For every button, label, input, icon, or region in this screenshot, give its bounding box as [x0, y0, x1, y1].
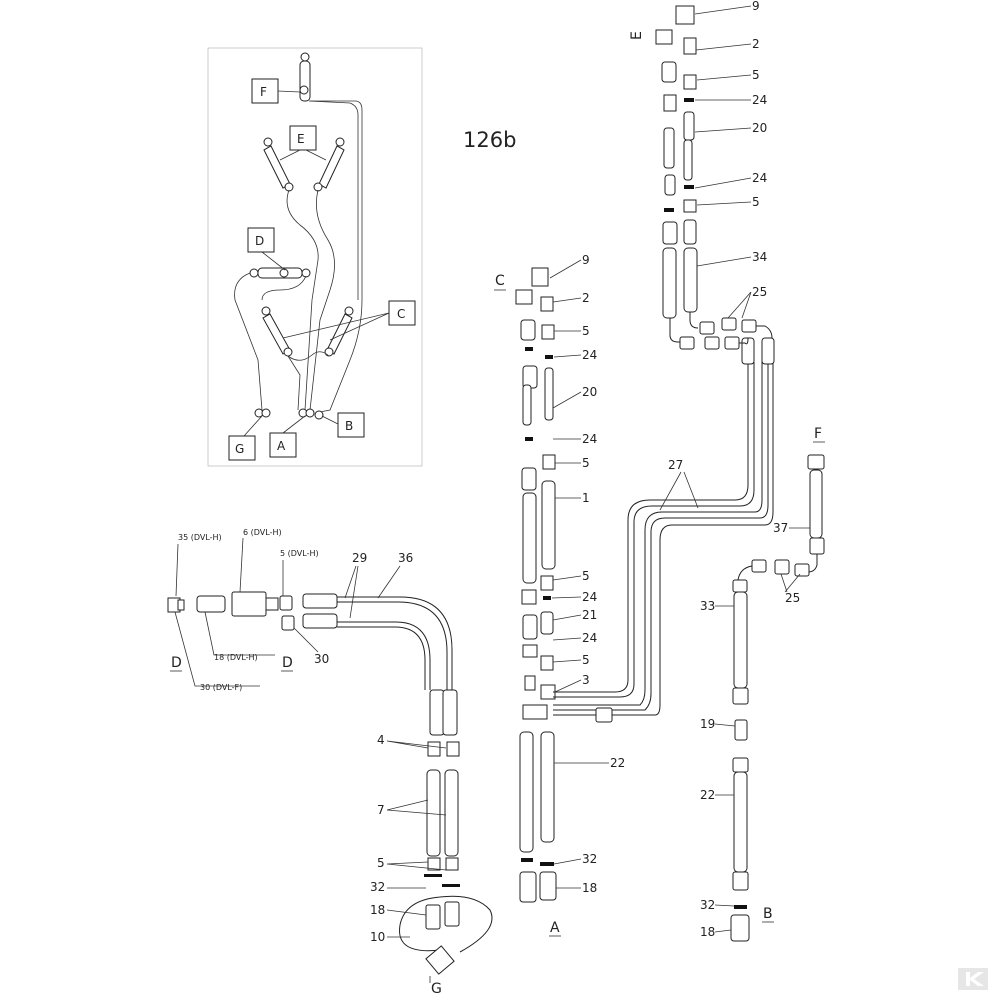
- callout-a-5c: 5: [582, 569, 590, 583]
- callout-e-24: 24: [752, 93, 767, 107]
- callout-36: 36: [398, 551, 413, 565]
- callout-a-5d: 5: [582, 653, 590, 667]
- schematic-label-d: D: [255, 234, 264, 248]
- callout-33: 33: [700, 599, 715, 613]
- schematic-label-a: A: [277, 439, 286, 453]
- callout-6: 6 (DVL-H): [243, 528, 282, 537]
- callout-29: 29: [352, 551, 367, 565]
- callout-a-24c: 24: [582, 590, 597, 604]
- callout-e-20: 20: [752, 121, 767, 135]
- callout-30: 30: [314, 652, 329, 666]
- schematic-label-f: F: [260, 85, 267, 99]
- callout-19: 19: [700, 717, 715, 731]
- callout-a-18: 18: [582, 881, 597, 895]
- cylinders-e: [263, 137, 345, 192]
- callout-18-dvl: 18 (DVL-H): [214, 653, 258, 662]
- schematic-label-box-d: [247, 227, 275, 253]
- callout-a-1: 1: [582, 491, 590, 505]
- callout-a-24b: 24: [582, 432, 597, 446]
- callout-e-24b: 24: [752, 171, 767, 185]
- schematic-label-c: C: [397, 307, 405, 321]
- callout-a-21: 21: [582, 608, 597, 622]
- section-label-d2: D: [282, 655, 293, 671]
- diagram-title: 126b: [463, 128, 516, 152]
- cylinder-f: [299, 52, 311, 102]
- callout-a-20: 20: [582, 385, 597, 399]
- k-logo-icon: [958, 968, 988, 990]
- callout-a-32: 32: [582, 852, 597, 866]
- schematic-label-g: G: [235, 442, 244, 456]
- assembly-d-g: 35 (DVL-H) 6 (DVL-H) 5 (DVL-H) 18 (DVL-H…: [167, 528, 493, 997]
- callout-22-right: 22: [700, 788, 715, 802]
- assembly-a: C A 9 2: [494, 253, 625, 937]
- callout-a-3: 3: [582, 673, 590, 687]
- schematic-label-b: B: [345, 419, 353, 433]
- schematic-label-box-b: [337, 412, 365, 438]
- callout-a-5: 5: [582, 324, 590, 338]
- callout-e-5b: 5: [752, 195, 760, 209]
- callout-e-2: 2: [752, 37, 760, 51]
- callout-32-left: 32: [370, 880, 385, 894]
- callout-10: 10: [370, 930, 385, 944]
- callout-18-right: 18: [700, 925, 715, 939]
- callout-a-2: 2: [582, 291, 590, 305]
- callout-30-dvl-f: 30 (DVL-F): [200, 683, 242, 692]
- section-label-d1: D: [171, 655, 182, 671]
- assembly-f-b: F B 37 25 33 19 22 32 18: [700, 426, 825, 942]
- callout-5-dvl: 5 (DVL-H): [280, 549, 319, 558]
- callout-e-34: 34: [752, 250, 767, 264]
- callout-e-25: 25: [752, 285, 767, 299]
- section-label-a: A: [550, 920, 560, 936]
- schematic-label-box-e: [289, 125, 317, 151]
- routing-schematic: F E D: [207, 47, 423, 467]
- section-label-b: B: [763, 906, 773, 922]
- callout-7: 7: [377, 803, 385, 817]
- callout-e-9: 9: [752, 0, 760, 13]
- callout-32-right: 32: [700, 898, 715, 912]
- callout-a-24d: 24: [582, 631, 597, 645]
- callout-5-left: 5: [377, 856, 385, 870]
- section-label-c: C: [495, 273, 505, 289]
- callout-18-left: 18: [370, 903, 385, 917]
- schematic-label-box-c: [388, 300, 416, 326]
- callout-35: 35 (DVL-H): [178, 533, 222, 542]
- callout-e-5: 5: [752, 68, 760, 82]
- callout-a-9: 9: [582, 253, 590, 267]
- callout-4: 4: [377, 733, 385, 747]
- cylinder-d: [249, 267, 311, 279]
- section-label-e: E: [629, 31, 645, 40]
- callout-a-22: 22: [610, 756, 625, 770]
- cylinders-c: [261, 306, 354, 357]
- tubes-27: 27: [553, 337, 775, 723]
- assembly-e: E 9 2 5 24 20: [629, 0, 773, 350]
- callout-a-24: 24: [582, 348, 597, 362]
- schematic-label-box-g: [228, 435, 256, 461]
- callout-a-5b: 5: [582, 456, 590, 470]
- schematic-label-e: E: [297, 132, 305, 146]
- section-label-g: G: [431, 981, 442, 997]
- section-label-f: F: [814, 426, 822, 442]
- callout-37: 37: [773, 521, 788, 535]
- callout-27: 27: [668, 458, 683, 472]
- schematic-label-box-f: [251, 78, 279, 104]
- callout-25-right: 25: [785, 591, 800, 605]
